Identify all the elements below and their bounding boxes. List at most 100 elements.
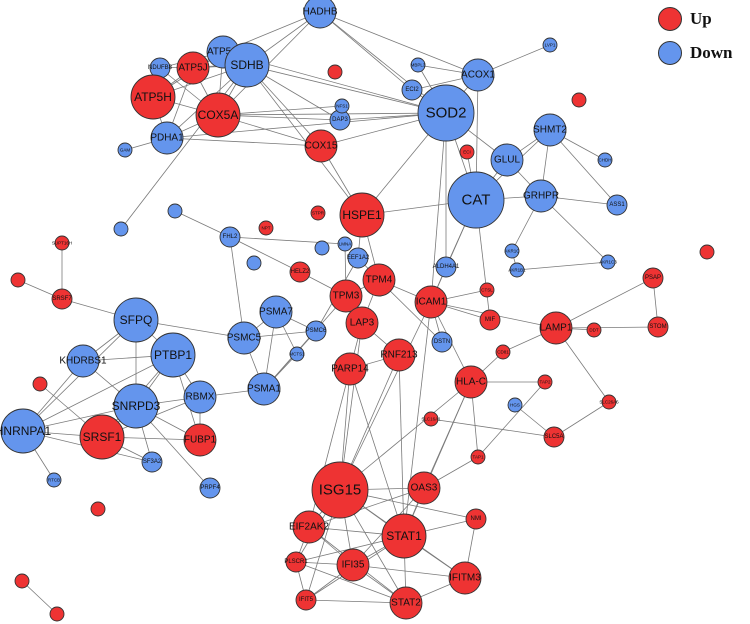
node-ddt: DDT bbox=[586, 322, 602, 338]
edge-ptbp1-hnrnpa1 bbox=[22, 354, 174, 432]
node-label-sfpq: SFPQ bbox=[120, 313, 153, 327]
node-acox1: ACOX1 bbox=[461, 58, 495, 92]
edge-hadhb-acox1 bbox=[319, 11, 479, 76]
node-label-sf3a2: SF3A2 bbox=[143, 459, 162, 465]
node-circle-akr1c3 bbox=[600, 254, 616, 270]
node-circle-stom bbox=[647, 316, 669, 338]
node-label-eci: ECI bbox=[463, 150, 471, 155]
node-circle-rnf213 bbox=[382, 338, 416, 372]
node-label-pdha1: PDHA1 bbox=[150, 133, 184, 144]
edge-orphan_down_1-sdhb bbox=[120, 64, 248, 230]
node-label-prpf4: PRPF4 bbox=[200, 485, 220, 491]
node-label-hspe1: HSPE1 bbox=[342, 208, 382, 222]
node-orphan_up_4 bbox=[32, 376, 48, 392]
node-label-slc16a1: SLC16A1 bbox=[421, 417, 441, 422]
node-circle-hla-c bbox=[454, 365, 488, 399]
node-label-isg15: ISG15 bbox=[319, 482, 362, 499]
node-circle-srsf7 bbox=[51, 288, 73, 310]
node-psmc6: PSMC6 bbox=[305, 320, 327, 342]
node-orphan_up_5 bbox=[90, 501, 106, 517]
node-rbmx: RBMX bbox=[183, 380, 217, 414]
edge-rnf213-stat1 bbox=[398, 354, 405, 537]
node-circle-orphan_up_4 bbox=[32, 376, 48, 392]
node-label-atp5h: ATP5H bbox=[134, 90, 172, 104]
node-label-psmc6: PSMC6 bbox=[306, 328, 327, 334]
edge-stat2-ifit5 bbox=[305, 599, 407, 604]
edge-akr1b1-akr1c3 bbox=[516, 261, 609, 271]
node-circle-atp5j bbox=[176, 51, 210, 85]
node-hadhb: HADHB bbox=[302, 0, 338, 29]
node-circle-snrpd3 bbox=[113, 383, 159, 429]
node-circle-sod2 bbox=[417, 84, 475, 142]
node-circle-glul bbox=[490, 143, 524, 177]
node-circle-tap2 bbox=[537, 374, 553, 390]
node-psma7: PSMA7 bbox=[259, 295, 293, 329]
node-label-slc5a: SLC5A bbox=[544, 434, 563, 440]
node-label-hnrnpa1: HNRNPA1 bbox=[0, 424, 52, 438]
node-label-psma7: PSMA7 bbox=[259, 307, 293, 318]
node-label-icam1: ICAM1 bbox=[416, 297, 447, 308]
node-cox5a: COX5A bbox=[195, 92, 241, 138]
node-circle-slc16a1 bbox=[423, 411, 439, 427]
node-circle-nmi bbox=[465, 508, 487, 530]
node-eci: ECI bbox=[459, 144, 475, 160]
node-isg15: ISG15 bbox=[311, 461, 369, 519]
node-tap1: TAP1 bbox=[470, 449, 486, 465]
edge-sod2-icam1 bbox=[430, 112, 447, 303]
node-orphan_up_8 bbox=[699, 244, 715, 260]
node-label-tap1: TAP1 bbox=[473, 455, 484, 460]
node-orphan_down_1 bbox=[113, 221, 129, 237]
node-lamp1: LAMP1 bbox=[539, 311, 573, 345]
node-label-oas3: OAS3 bbox=[411, 483, 438, 494]
edge-slc5a-slc16a1 bbox=[430, 418, 555, 438]
node-psmc5: PSMC5 bbox=[227, 321, 262, 355]
node-circle-cat bbox=[447, 171, 505, 229]
node-atp5j: ATP5J bbox=[176, 51, 210, 85]
node-circle-shmt2 bbox=[533, 113, 567, 147]
node-circle-slc26a6 bbox=[601, 394, 617, 410]
node-label-slc26a6: SLC26A6 bbox=[599, 400, 619, 405]
node-glul: GLUL bbox=[490, 143, 524, 177]
node-ass1: ASS1 bbox=[606, 194, 628, 216]
node-helz2: HELZ2 bbox=[289, 261, 311, 283]
node-circle-sdhb bbox=[224, 42, 270, 88]
node-label-snrpd3: SNRPD3 bbox=[112, 399, 161, 413]
node-circle-parp14 bbox=[333, 352, 367, 386]
node-supt16h: SUPT16H bbox=[52, 235, 72, 251]
node-circle-plscr1 bbox=[285, 551, 307, 573]
node-parp14: PARP14 bbox=[331, 352, 369, 386]
node-circle-supt16h bbox=[54, 235, 70, 251]
node-eef1a2: EEF1A2 bbox=[347, 247, 370, 269]
node-label-lap3: LAP3 bbox=[350, 318, 375, 329]
node-label-akr1b1: AKR1B1 bbox=[508, 268, 526, 273]
node-label-sdhb: SDHB bbox=[230, 58, 263, 72]
node-label-plscr1: PLSCR1 bbox=[284, 559, 308, 565]
node-label-parp14: PARP14 bbox=[331, 364, 369, 375]
node-label-tpm4: TPM4 bbox=[366, 275, 393, 286]
node-tpm4: TPM4 bbox=[362, 263, 396, 297]
node-npt: NPT bbox=[258, 220, 274, 236]
node-circle-aldh4a1 bbox=[435, 256, 457, 278]
node-orphan_down_3 bbox=[246, 255, 262, 271]
node-orphan_down_2 bbox=[167, 203, 183, 219]
node-circle-atp5h bbox=[130, 74, 176, 120]
node-orphan_up_7 bbox=[327, 64, 343, 80]
node-label-ddt: DDT bbox=[589, 328, 598, 333]
edge-tpm3-psma1 bbox=[263, 295, 347, 390]
node-hla-c: HLA-C bbox=[454, 365, 488, 399]
edge-shmt2-ass1 bbox=[549, 129, 618, 206]
legend-label-down: Down bbox=[690, 43, 733, 62]
edge-hla-c-oas3 bbox=[423, 381, 472, 489]
node-orphan_up_1 bbox=[14, 573, 30, 589]
node-circle-orphan_up_1 bbox=[14, 573, 30, 589]
node-label-mcts1: MCTS1 bbox=[289, 352, 305, 357]
node-stom: STOM bbox=[647, 316, 669, 338]
node-circle-khdrbs1 bbox=[66, 344, 100, 378]
node-label-npt: NPT bbox=[262, 226, 271, 231]
node-circle-npt bbox=[258, 220, 274, 236]
node-circle-cox15 bbox=[304, 129, 338, 163]
node-circle-hgs bbox=[507, 397, 523, 413]
node-circle-orphan_up_2 bbox=[49, 606, 65, 622]
node-label-lvp1: LVP1 bbox=[545, 43, 556, 48]
